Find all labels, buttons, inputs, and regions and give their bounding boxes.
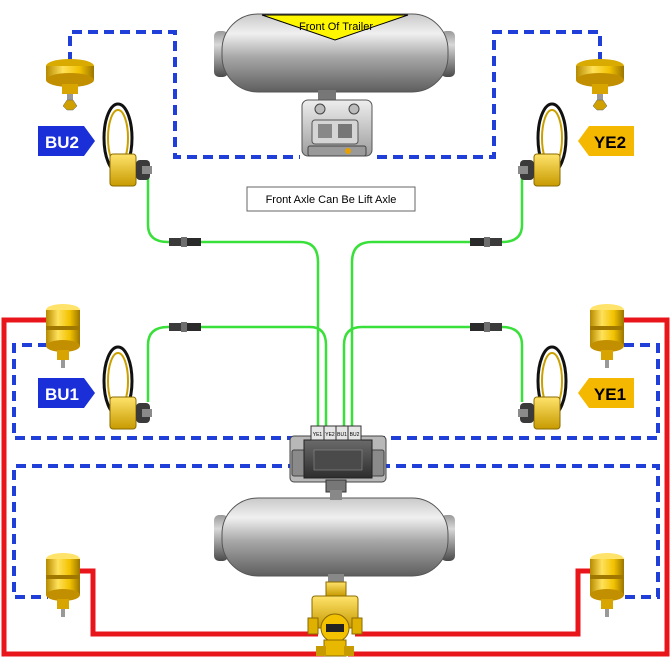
sensor-tag-ye1: YE1 bbox=[578, 378, 634, 408]
relay-valve bbox=[301, 99, 373, 157]
sensor-tag-ye2: YE2 bbox=[578, 126, 634, 156]
sensor-tag-bu1-label: BU1 bbox=[45, 385, 79, 404]
lift-axle-note: Front Axle Can Be Lift Axle bbox=[266, 194, 397, 206]
delivery-line-blue bbox=[12, 30, 660, 599]
modulator-port-ye2: YE2 bbox=[325, 432, 335, 438]
sensor-tag-ye1-label: YE1 bbox=[594, 385, 626, 404]
coupling-valve-icon bbox=[307, 581, 363, 657]
sensor-tag-bu1: BU1 bbox=[38, 378, 95, 408]
supply-line-red bbox=[1, 317, 670, 657]
abs-sensor-icon bbox=[102, 345, 152, 430]
front-air-tank bbox=[214, 13, 455, 104]
brake-chamber-icon bbox=[576, 59, 624, 111]
rear-air-tank bbox=[214, 490, 455, 584]
sensor-tag-bu2-label: BU2 bbox=[45, 133, 79, 152]
abs-sensor-icon bbox=[518, 345, 568, 430]
note-box: Front Axle Can Be Lift Axle bbox=[246, 186, 416, 212]
ebs-modulator-icon: YE1 YE2 BU1 BU2 bbox=[289, 425, 387, 493]
front-of-trailer-label: Front Of Trailer bbox=[299, 21, 373, 33]
abs-sensor-icon bbox=[102, 102, 152, 187]
cable-connectors bbox=[169, 237, 502, 332]
modulator-port-bu1: BU1 bbox=[337, 432, 347, 438]
abs-sensor-icon bbox=[518, 102, 568, 187]
spring-brake-chamber-icon bbox=[46, 553, 80, 617]
modulator-port-bu2: BU2 bbox=[350, 432, 360, 438]
spring-brake-chamber-icon bbox=[46, 304, 80, 368]
sensor-tag-ye2-label: YE2 bbox=[594, 133, 626, 152]
sensor-cables-green bbox=[146, 178, 524, 428]
spring-brake-chamber-icon bbox=[590, 304, 624, 368]
spring-brake-chamber-icon bbox=[590, 553, 624, 617]
modulator-port-ye1: YE1 bbox=[313, 432, 323, 438]
brake-chamber-icon bbox=[46, 59, 94, 111]
sensor-tag-bu2: BU2 bbox=[38, 126, 95, 156]
front-of-trailer-marker: Front Of Trailer bbox=[261, 14, 409, 41]
